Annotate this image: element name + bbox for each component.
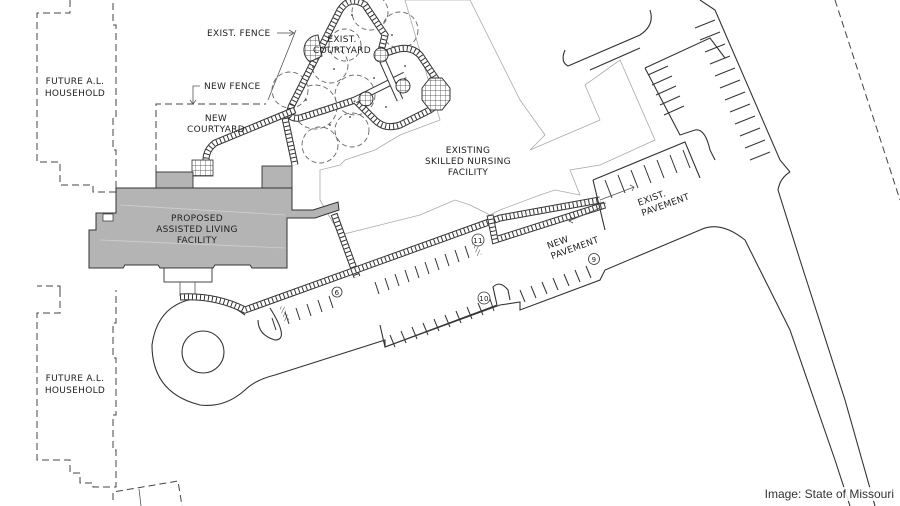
svg-text:ASSISTED LIVING: ASSISTED LIVING [156,225,238,235]
label-exist-fence: EXIST. FENCE [207,29,271,39]
svg-text:EXIST.: EXIST. [327,35,356,45]
svg-text:FACILITY: FACILITY [177,236,218,246]
new-walkway [191,106,299,177]
svg-text:FACILITY: FACILITY [448,168,489,178]
svg-text:6: 6 [335,289,340,297]
svg-text:SKILLED NURSING: SKILLED NURSING [425,157,511,167]
label-future-household-top: FUTURE A.L. HOUSEHOLD [45,77,105,99]
existing-nursing-facility [319,0,656,236]
exist-fence-line [267,29,297,101]
building-east-walk [330,212,361,279]
svg-text:FUTURE A.L.: FUTURE A.L. [46,77,105,87]
label-exist-courtyard: EXIST. COURTYARD [313,35,371,56]
label-proposed-facility: PROPOSED ASSISTED LIVING FACILITY [156,214,238,246]
svg-text:9: 9 [592,256,597,264]
parking-north-row [271,201,607,331]
svg-text:EXISTING: EXISTING [446,146,490,156]
stall-count-6: 6 [331,286,343,298]
parking-east-bays [562,0,876,506]
label-future-household-bottom: FUTURE A.L. HOUSEHOLD [45,374,105,396]
stall-count-markers: 6 11 10 9 [331,233,600,305]
stall-count-10: 10 [477,291,491,305]
future-household-top-outline [36,0,117,193]
svg-text:10: 10 [479,295,489,303]
pavement-arrows [568,184,635,224]
future-household-bottom-outline [36,285,117,488]
label-exist-pavement: EXIST. PAVEMENT [637,189,692,219]
svg-text:COURTYARD: COURTYARD [187,125,245,135]
image-credit: Image: State of Missouri [762,487,896,501]
parking-south-row [379,265,592,348]
proposed-facility-building [88,165,340,296]
cul-de-sac-drive [151,196,851,506]
svg-text:11: 11 [473,237,483,245]
svg-text:FUTURE A.L.: FUTURE A.L. [46,374,105,384]
label-new-courtyard: NEW COURTYARD [187,114,245,135]
svg-text:HOUSEHOLD: HOUSEHOLD [45,386,105,396]
label-existing-facility: EXISTING SKILLED NURSING FACILITY [425,146,511,178]
exist-courtyard-trees [271,0,419,164]
property-line [834,0,900,201]
svg-text:COURTYARD: COURTYARD [313,46,371,56]
future-structure-outline [112,480,183,506]
svg-text:PROPOSED: PROPOSED [171,214,223,224]
svg-text:HOUSEHOLD: HOUSEHOLD [45,89,105,99]
svg-text:NEW: NEW [205,114,227,124]
stall-count-11: 11 [471,233,485,247]
exist-courtyard-walks [286,0,451,131]
new-fence-line [155,85,266,172]
stall-count-9: 9 [588,253,600,265]
label-new-fence: NEW FENCE [204,82,260,92]
